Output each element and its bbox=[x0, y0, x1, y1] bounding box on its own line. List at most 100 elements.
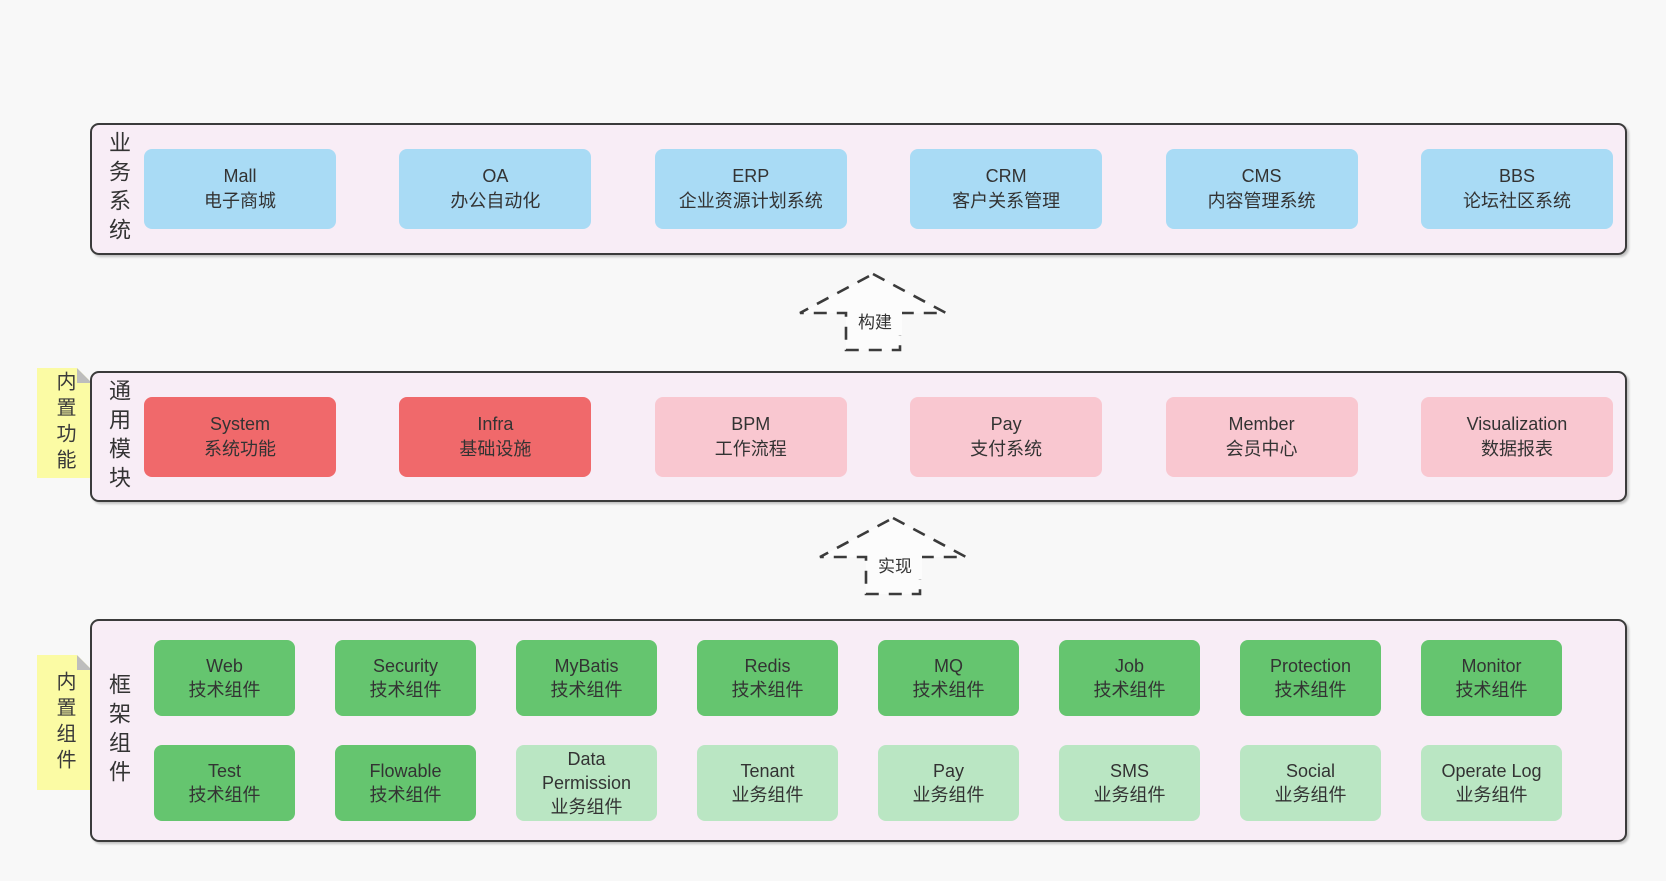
box-subtitle: 技术组件 bbox=[1455, 680, 1528, 700]
band-common-modules-label: 通用模块 bbox=[92, 373, 144, 500]
box-subtitle: 电子商城 bbox=[204, 191, 276, 211]
component-box-monitor: Monitor 技术组件 bbox=[1421, 640, 1562, 716]
module-box-bbs: BBS 论坛社区系统 bbox=[1420, 149, 1613, 229]
box-subtitle: 业务组件 bbox=[1274, 785, 1347, 805]
component-box-redis: Redis 技术组件 bbox=[697, 640, 838, 716]
component-box-data-permission: Data Permission 业务组件 bbox=[516, 745, 657, 821]
box-title: Visualization bbox=[1466, 413, 1568, 434]
component-box-tenant: Tenant 业务组件 bbox=[697, 745, 838, 821]
box-subtitle: 基础设施 bbox=[459, 438, 532, 459]
box-title: Pay bbox=[990, 413, 1022, 434]
box-title: Job bbox=[1114, 656, 1145, 676]
box-title: Redis bbox=[744, 656, 791, 676]
band-common-modules: 通用模块 System 系统功能 Infra 基础设施 BPM 工作流程 Pay… bbox=[90, 371, 1627, 502]
box-title: Test bbox=[207, 761, 241, 781]
note-text: 内置功能 bbox=[53, 371, 75, 475]
component-box-web: Web 技术组件 bbox=[154, 640, 295, 716]
band-label-text: 框架组件 bbox=[106, 672, 131, 789]
box-subtitle: 业务组件 bbox=[1455, 785, 1528, 805]
box-subtitle: 支付系统 bbox=[970, 438, 1043, 459]
box-subtitle: 企业资源计划系统 bbox=[678, 191, 823, 211]
module-box-mall: Mall 电子商城 bbox=[144, 149, 336, 229]
module-box-cms: CMS 内容管理系统 bbox=[1165, 149, 1358, 229]
arrow-up-implement-icon: 实现 bbox=[819, 516, 967, 596]
box-title: Infra bbox=[477, 413, 514, 434]
module-box-visualization: Visualization 数据报表 bbox=[1420, 396, 1613, 477]
box-subtitle: 工作流程 bbox=[714, 438, 787, 459]
note-text: 内置组件 bbox=[53, 670, 75, 775]
arrow-implement-label: 实现 bbox=[878, 557, 912, 576]
component-box-social: Social 业务组件 bbox=[1240, 745, 1381, 821]
box-subtitle: 内容管理系统 bbox=[1207, 191, 1316, 211]
module-box-erp: ERP 企业资源计划系统 bbox=[654, 149, 847, 229]
component-row-2: Test 技术组件 Flowable 技术组件 Data Permission … bbox=[154, 745, 1562, 821]
box-subtitle: 技术组件 bbox=[369, 680, 442, 700]
band-framework-components: 框架组件 Web 技术组件 Security 技术组件 MyBatis 技术组件… bbox=[90, 619, 1627, 842]
band-business-systems: 业务系统 Mall 电子商城 OA 办公自动化 ERP 企业资源计划系统 CRM… bbox=[90, 123, 1627, 255]
box-title: Member bbox=[1228, 413, 1295, 434]
box-title: Web bbox=[206, 656, 243, 676]
box-title: Data Permission bbox=[541, 749, 632, 793]
box-subtitle: 业务组件 bbox=[912, 785, 985, 805]
box-title: OA bbox=[482, 166, 509, 186]
box-title: CRM bbox=[985, 166, 1027, 186]
box-subtitle: 会员中心 bbox=[1225, 438, 1298, 459]
box-title: Security bbox=[372, 656, 439, 676]
box-subtitle: 技术组件 bbox=[188, 785, 261, 805]
box-title: CMS bbox=[1241, 166, 1282, 186]
box-subtitle: 业务组件 bbox=[1093, 785, 1166, 805]
box-title: MQ bbox=[934, 656, 963, 676]
box-subtitle: 技术组件 bbox=[188, 680, 261, 700]
box-title: SMS bbox=[1109, 761, 1149, 781]
module-box-crm: CRM 客户关系管理 bbox=[910, 149, 1103, 229]
module-box-member: Member 会员中心 bbox=[1165, 396, 1358, 477]
box-title: Flowable bbox=[369, 761, 442, 781]
module-box-bpm: BPM 工作流程 bbox=[654, 396, 847, 477]
component-row-1: Web 技术组件 Security 技术组件 MyBatis 技术组件 Redi… bbox=[154, 640, 1562, 716]
component-box-security: Security 技术组件 bbox=[335, 640, 476, 716]
box-subtitle: 客户关系管理 bbox=[952, 191, 1061, 211]
box-subtitle: 技术组件 bbox=[731, 680, 804, 700]
box-subtitle: 业务组件 bbox=[731, 785, 804, 805]
box-subtitle: 办公自动化 bbox=[450, 191, 541, 211]
sticky-note-built-in-features: 内置功能 bbox=[37, 368, 92, 478]
box-subtitle: 业务组件 bbox=[550, 797, 623, 817]
module-box-system: System 系统功能 bbox=[144, 396, 336, 477]
box-title: Operate Log bbox=[1441, 761, 1542, 781]
module-box-pay: Pay 支付系统 bbox=[910, 396, 1103, 477]
box-title: Pay bbox=[932, 761, 965, 781]
box-title: Social bbox=[1285, 761, 1336, 781]
arrow-build-label: 构建 bbox=[858, 313, 892, 332]
box-subtitle: 技术组件 bbox=[912, 680, 985, 700]
component-box-mq: MQ 技术组件 bbox=[878, 640, 1019, 716]
box-subtitle: 技术组件 bbox=[1274, 680, 1347, 700]
box-title: BPM bbox=[731, 413, 771, 434]
box-title: Monitor bbox=[1461, 656, 1522, 676]
box-subtitle: 系统功能 bbox=[204, 438, 276, 459]
band-label-text: 业务系统 bbox=[106, 131, 131, 247]
component-box-operate-log: Operate Log 业务组件 bbox=[1421, 745, 1562, 821]
box-title: Protection bbox=[1269, 656, 1352, 676]
box-title: ERP bbox=[732, 166, 770, 186]
band-framework-components-label: 框架组件 bbox=[92, 621, 144, 840]
box-title: Mall bbox=[223, 166, 257, 186]
component-box-protection: Protection 技术组件 bbox=[1240, 640, 1381, 716]
band-business-systems-content: Mall 电子商城 OA 办公自动化 ERP 企业资源计划系统 CRM 客户关系… bbox=[144, 125, 1625, 253]
component-box-job: Job 技术组件 bbox=[1059, 640, 1200, 716]
band-common-modules-content: System 系统功能 Infra 基础设施 BPM 工作流程 Pay 支付系统… bbox=[144, 373, 1625, 500]
box-subtitle: 数据报表 bbox=[1480, 438, 1553, 459]
box-title: System bbox=[209, 413, 270, 434]
box-title: Tenant bbox=[740, 761, 795, 781]
module-box-oa: OA 办公自动化 bbox=[399, 149, 592, 229]
component-box-sms: SMS 业务组件 bbox=[1059, 745, 1200, 821]
box-subtitle: 技术组件 bbox=[1093, 680, 1166, 700]
band-business-systems-label: 业务系统 bbox=[92, 125, 144, 253]
band-framework-components-content: Web 技术组件 Security 技术组件 MyBatis 技术组件 Redi… bbox=[144, 621, 1625, 840]
band-label-text: 通用模块 bbox=[106, 378, 131, 495]
module-box-infra: Infra 基础设施 bbox=[399, 396, 592, 477]
box-subtitle: 技术组件 bbox=[550, 680, 623, 700]
component-box-mybatis: MyBatis 技术组件 bbox=[516, 640, 657, 716]
box-title: MyBatis bbox=[554, 656, 619, 676]
box-subtitle: 技术组件 bbox=[369, 785, 442, 805]
